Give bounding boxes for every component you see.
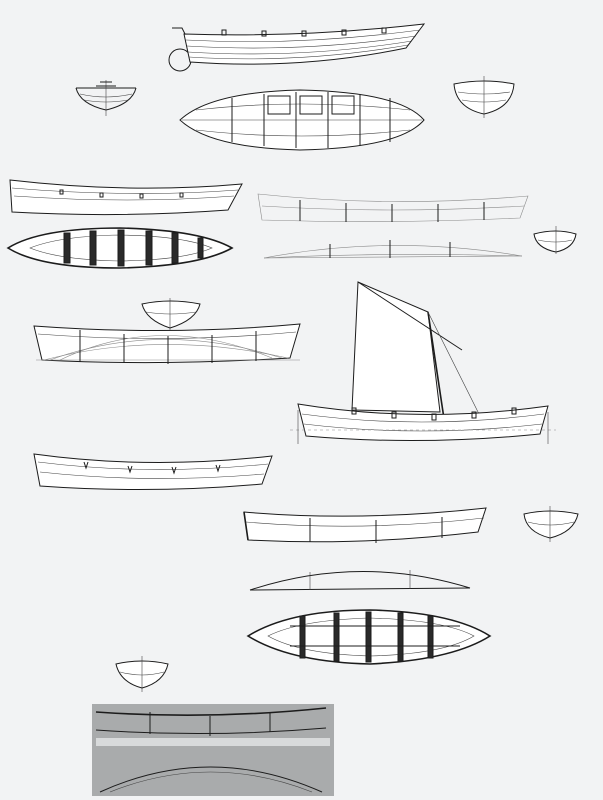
photo-boat-lines xyxy=(92,704,334,796)
square-stern-boat-waterline xyxy=(249,570,471,591)
lines-plan-boat xyxy=(33,298,301,364)
faint-boat-section xyxy=(533,226,577,254)
square-stern-boat-deck-plan xyxy=(246,609,492,665)
longboat-profile-top xyxy=(168,23,426,72)
longboat-large-body-section xyxy=(453,76,515,118)
rowing-boat-deck-plan xyxy=(6,227,234,269)
square-stern-boat-section xyxy=(523,506,579,542)
faint-boat-plan xyxy=(263,240,523,259)
rowing-boat-profile xyxy=(9,179,243,216)
faint-boat-profile xyxy=(257,193,529,222)
longboat-small-body-section xyxy=(75,80,137,116)
square-stern-boat-profile xyxy=(243,507,487,543)
sailing-boat-with-spritsail xyxy=(290,281,556,444)
longboat-half-breadth-plan xyxy=(179,89,425,151)
photo-boat-section xyxy=(115,656,169,692)
open-boat-profile xyxy=(33,453,273,491)
